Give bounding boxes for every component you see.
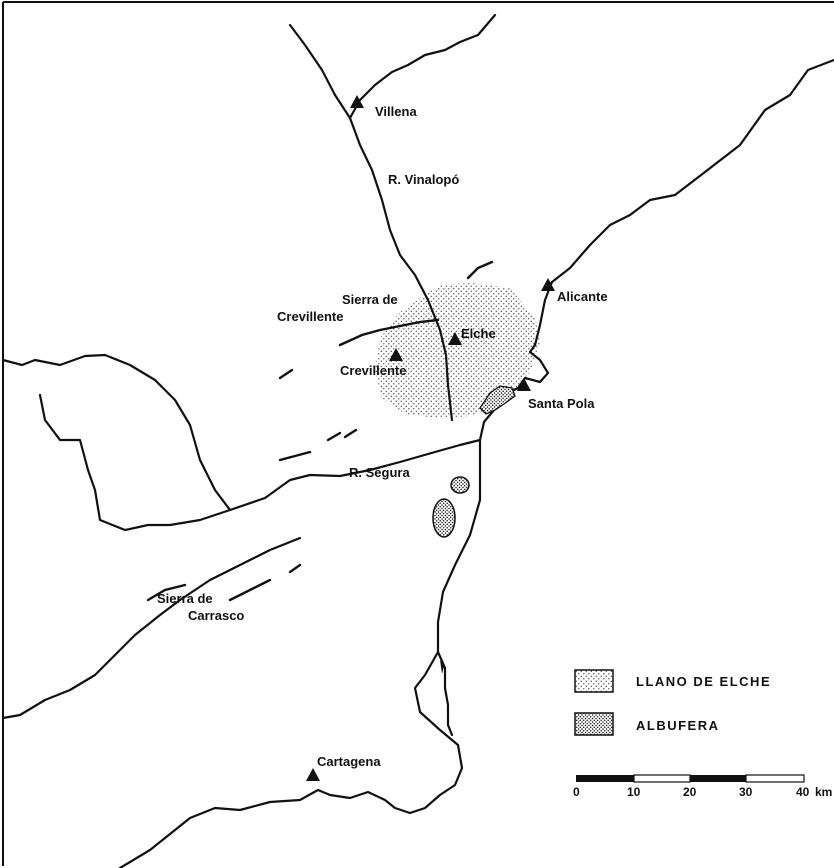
label-villena: Villena (375, 104, 417, 119)
ridge-carrasco-mid (228, 578, 272, 602)
alicante-marker-icon (541, 278, 555, 291)
river-vinalopo (288, 23, 454, 422)
ridge-carrasco-east (288, 563, 302, 574)
scale-unit: km (815, 785, 832, 799)
elche-marker-icon (448, 332, 462, 345)
label-sierra-crevillente-1: Sierra de (342, 292, 398, 307)
ridge-carrasco-west (146, 583, 187, 602)
label-sierra-carrasco-1: Sierra de (157, 591, 213, 606)
scale-tick-10: 10 (627, 785, 641, 799)
label-santa-pola: Santa Pola (528, 396, 595, 411)
legend-label-llano: LLANO DE ELCHE (636, 674, 771, 689)
label-sierra-crevillente-2: Crevillente (277, 309, 343, 324)
villena-marker-icon (350, 95, 364, 108)
legend-label-albufera: ALBUFERA (636, 718, 720, 733)
scale-tick-0: 0 (573, 785, 580, 799)
label-cartagena: Cartagena (317, 754, 381, 769)
crevillente-marker-icon (389, 348, 403, 361)
river-segura (38, 393, 482, 532)
legend-swatch-albufera (574, 712, 614, 736)
ridge-crevillente-west (278, 368, 294, 380)
river-segura-tributary (1, 353, 232, 512)
scale-bar: 0 10 20 30 40 km (573, 774, 832, 799)
coastline (118, 58, 834, 868)
legend-swatch-llano (574, 669, 614, 693)
albufera-lagoon-north (450, 476, 470, 494)
santa-pola-marker-icon (517, 378, 531, 391)
albufera-lagoon-south (432, 498, 456, 538)
label-sierra-carrasco-2: Carrasco (188, 608, 244, 623)
scale-segment-3 (690, 775, 746, 782)
ridge-dash-3 (278, 450, 312, 462)
ridge-dash-1 (326, 431, 342, 442)
ridge-sierra-crevillente (338, 318, 440, 347)
albufera-santa-pola (479, 385, 516, 415)
label-alicante: Alicante (557, 289, 608, 304)
scale-tick-40: 40 (796, 785, 810, 799)
label-river-segura: R. Segura (349, 465, 410, 480)
cartagena-marker-icon (306, 768, 320, 781)
river-vinalopo-tributary (348, 13, 497, 120)
scale-tick-30: 30 (739, 785, 753, 799)
scale-segment-2 (633, 774, 691, 783)
mar-menor-sandbar (436, 650, 454, 737)
legend: LLANO DE ELCHE ALBUFERA (574, 669, 771, 736)
river-segura-south-branch (1, 536, 302, 720)
label-river-vinalopo: R. Vinalopó (388, 172, 459, 187)
llano-de-elche-area (375, 283, 540, 418)
mar-menor-islet (440, 660, 444, 674)
label-elche: Elche (461, 326, 496, 341)
label-crevillente: Crevillente (340, 363, 406, 378)
ridge-dash-2 (343, 428, 358, 439)
scale-segment-1 (576, 775, 634, 782)
scale-tick-20: 20 (683, 785, 697, 799)
scale-segment-4 (745, 774, 805, 783)
ridge-elche-north (466, 260, 494, 280)
